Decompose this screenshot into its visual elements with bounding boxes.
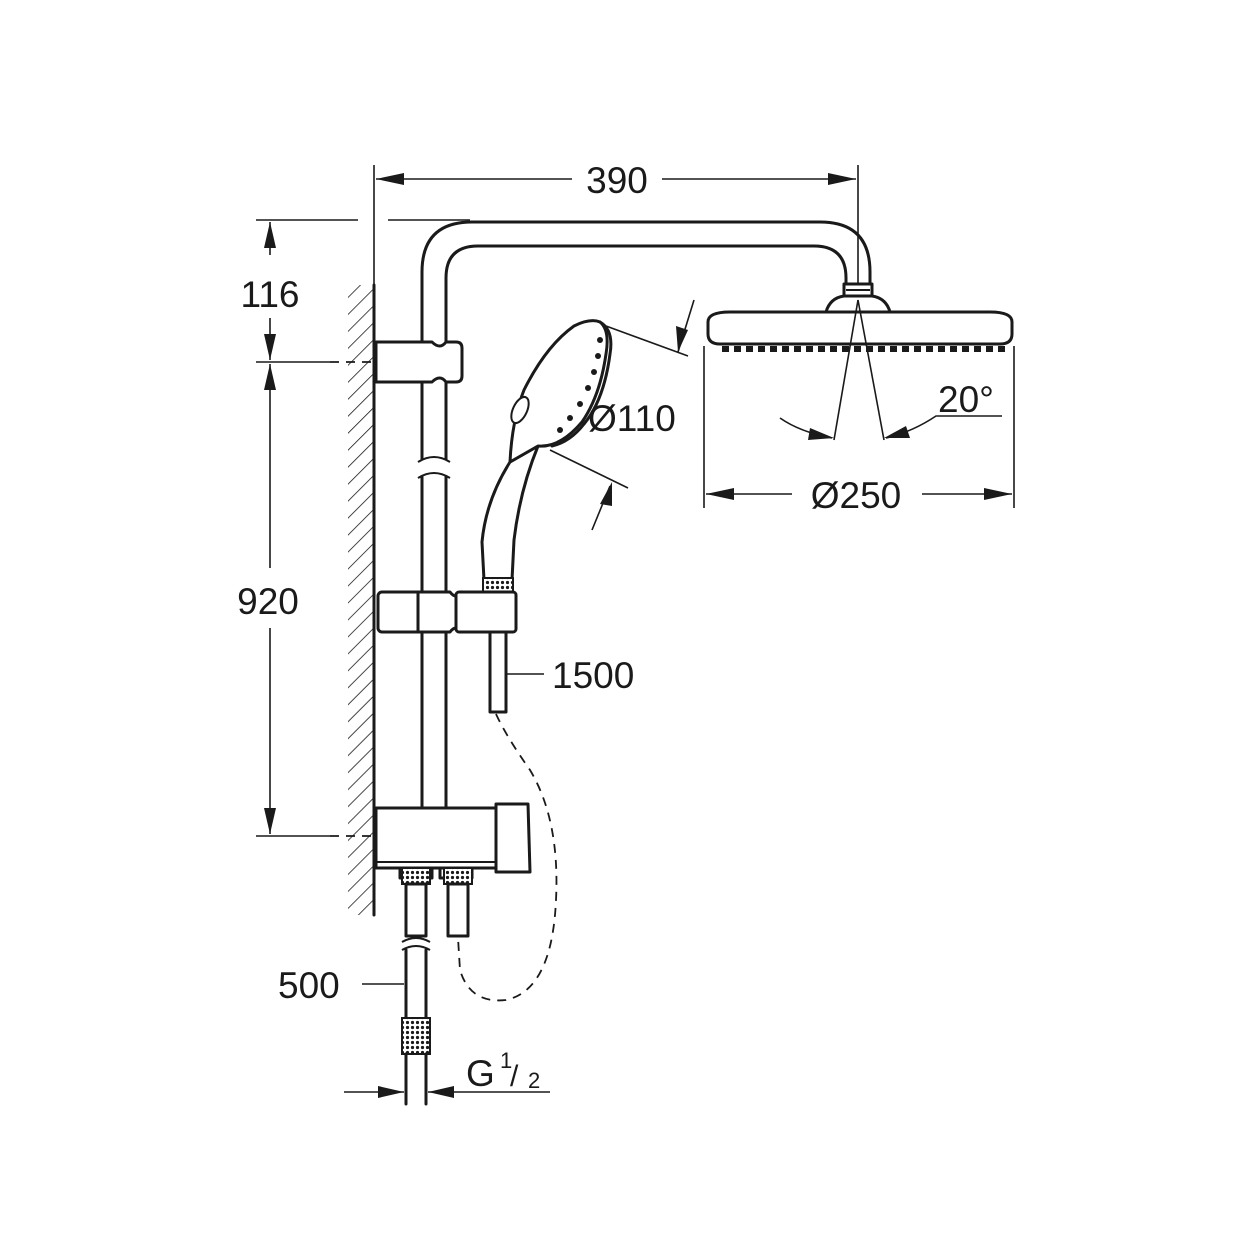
label-angle: 20°	[938, 379, 994, 420]
lower-bracket	[374, 802, 532, 880]
nozzle	[854, 346, 861, 352]
nozzle	[926, 346, 933, 352]
label-500: 500	[278, 965, 340, 1006]
nozzle	[902, 346, 909, 352]
dimension-390	[373, 165, 859, 285]
dimension-thread	[344, 1086, 550, 1098]
nozzle	[842, 346, 849, 352]
nozzle	[866, 346, 873, 352]
riser-pipe	[417, 220, 872, 838]
head-shower-nozzles	[722, 346, 1005, 352]
hand-shower-nozzles	[557, 337, 603, 433]
dimension-250	[703, 346, 1015, 508]
label-116: 116	[241, 274, 300, 315]
nozzle	[770, 346, 777, 352]
labels: 390 116 920 Ø110 20° Ø250 1500 500 G 1 /…	[237, 158, 994, 1094]
label-thread: G	[466, 1053, 495, 1094]
head-shower	[706, 282, 1014, 441]
label-thread-slash: /	[510, 1060, 519, 1093]
label-1500: 1500	[552, 655, 634, 696]
slider	[376, 590, 518, 714]
upper-wall-bracket	[374, 340, 464, 384]
nozzle	[938, 346, 945, 352]
nozzle	[722, 346, 729, 352]
nozzle	[818, 346, 825, 352]
label-390: 390	[586, 160, 648, 201]
nozzle	[734, 346, 741, 352]
label-head-shower-diameter: Ø250	[811, 475, 902, 516]
connectors	[401, 867, 473, 938]
hand-shower	[480, 319, 613, 595]
nozzle	[998, 346, 1005, 352]
label-thread-numerator: 1	[500, 1048, 512, 1073]
nozzle	[890, 346, 897, 352]
dimension-vertical	[256, 219, 470, 837]
nozzle	[758, 346, 765, 352]
label-920: 920	[237, 581, 299, 622]
label-hand-shower-diameter: Ø110	[588, 398, 676, 439]
shower-hose	[457, 713, 558, 1002]
supply-hose	[401, 937, 431, 1106]
nozzle	[830, 346, 837, 352]
nozzle	[950, 346, 957, 352]
nozzle	[962, 346, 969, 352]
nozzle	[914, 346, 921, 352]
nozzle	[782, 346, 789, 352]
dimension-110	[549, 299, 695, 531]
nozzle	[794, 346, 801, 352]
label-thread-denominator: 2	[528, 1068, 540, 1093]
nozzle	[806, 346, 813, 352]
wall	[348, 283, 376, 917]
nozzle	[878, 346, 885, 352]
nozzle	[974, 346, 981, 352]
nozzle	[986, 346, 993, 352]
nozzle	[746, 346, 753, 352]
